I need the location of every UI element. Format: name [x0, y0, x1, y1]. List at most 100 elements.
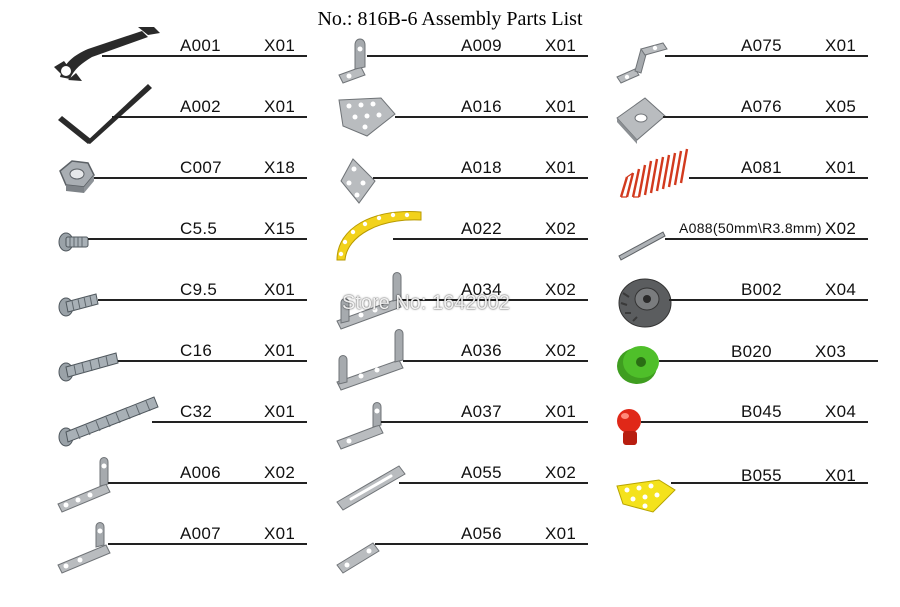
part-quantity: X04: [825, 402, 857, 421]
pentagon-plate-icon: [338, 97, 396, 137]
part-code: C9.5: [180, 280, 218, 299]
part-code: A018: [461, 158, 502, 177]
list-item: A036 X02: [333, 329, 613, 391]
part-code: A022: [461, 219, 502, 238]
list-item: B055 X01: [613, 452, 893, 513]
part-quantity: X01: [264, 524, 296, 543]
long-screw-icon: [58, 396, 159, 447]
part-code: A009: [461, 36, 502, 55]
red-knob-icon: [617, 409, 641, 445]
angle-strip-icon: [57, 457, 111, 513]
part-code: A001: [180, 36, 221, 55]
small-bracket-icon: [338, 38, 366, 84]
part-quantity: X01: [545, 524, 577, 543]
list-item: A006 X02: [52, 452, 332, 513]
part-quantity: X01: [825, 158, 857, 177]
list-item: A055 X02: [333, 452, 613, 513]
part-code: B055: [741, 466, 782, 485]
part-code: A034: [461, 280, 502, 299]
angle-strip-icon: [57, 522, 111, 574]
list-item: A016 X01: [333, 86, 613, 147]
short-strip-icon: [336, 542, 380, 574]
part-code: A055: [461, 463, 502, 482]
part-quantity: X02: [264, 463, 296, 482]
part-quantity: X18: [264, 158, 296, 177]
part-code: A006: [180, 463, 221, 482]
part-code: A075: [741, 36, 782, 55]
part-code: A036: [461, 341, 502, 360]
part-code: A037: [461, 402, 502, 421]
list-item: C16 X01: [52, 330, 332, 391]
double-bracket-icon: [336, 329, 404, 391]
list-item: B045 X04: [613, 391, 893, 452]
part-code: C5.5: [180, 219, 218, 238]
list-item: A034 X02: [333, 269, 613, 330]
part-quantity: X02: [545, 280, 577, 299]
part-quantity: X04: [825, 280, 857, 299]
part-quantity: X15: [264, 219, 296, 238]
part-quantity: X02: [545, 219, 577, 238]
part-code: A076: [741, 97, 782, 116]
medium-screw-icon: [58, 352, 119, 382]
part-quantity: X01: [545, 36, 577, 55]
parts-column-2: A009 X01 A016 X01 A018 X01 A022 X02: [333, 0, 613, 607]
z-bracket-icon: [616, 42, 668, 84]
part-quantity: X05: [825, 97, 857, 116]
tire-icon: [618, 278, 672, 328]
list-item: A037 X01: [333, 391, 613, 452]
list-item: C32 X01: [52, 391, 332, 452]
part-code: B045: [741, 402, 782, 421]
wrench-icon: [54, 27, 160, 81]
list-item: C9.5 X01: [52, 269, 332, 330]
part-code: C32: [180, 402, 213, 421]
part-code: A088(50mm\R3.8mm): [679, 220, 822, 236]
list-item: A001 X01: [52, 25, 332, 86]
part-quantity: X01: [264, 97, 296, 116]
curved-strip-icon: [336, 210, 422, 261]
hex-nut-icon: [59, 160, 95, 193]
square-washer-icon: [616, 97, 666, 144]
part-code: C16: [180, 341, 213, 360]
list-item: C5.5 X15: [52, 208, 332, 269]
yellow-plate-icon: [616, 479, 676, 513]
green-wheel-icon: [617, 346, 659, 384]
part-quantity: X01: [545, 97, 577, 116]
part-quantity: X01: [545, 158, 577, 177]
angle-bracket-icon: [336, 402, 384, 450]
part-quantity: X02: [825, 219, 857, 238]
part-quantity: X01: [825, 466, 857, 485]
screw-icon: [58, 293, 99, 317]
list-item: A022 X02: [333, 208, 613, 269]
part-code: A007: [180, 524, 221, 543]
part-quantity: X03: [815, 342, 847, 361]
double-bracket-icon: [336, 272, 402, 330]
short-screw-icon: [58, 232, 89, 252]
part-quantity: X01: [264, 280, 296, 299]
list-item: A081 X01: [613, 147, 893, 208]
part-quantity: X01: [264, 341, 296, 360]
part-code: A081: [741, 158, 782, 177]
part-code: C007: [180, 158, 222, 177]
list-item: A056 X01: [333, 513, 613, 574]
list-item: B002 X04: [613, 269, 893, 330]
page-title: No.: 816B-6 Assembly Parts List: [317, 8, 583, 30]
axle-rod-icon: [618, 231, 666, 261]
list-item: A018 X01: [333, 147, 613, 208]
list-item: A009 X01: [333, 25, 613, 86]
part-code: B002: [741, 280, 782, 299]
part-code: A016: [461, 97, 502, 116]
list-item: A007 X01: [52, 513, 332, 574]
parts-column-3: A075 X01 A076 X05 A081 X01 A088(50mm\R3.…: [613, 0, 893, 607]
list-item: A076 X05: [613, 86, 893, 147]
list-item: A088(50mm\R3.8mm) X02: [613, 208, 893, 269]
slotted-strip-icon: [336, 465, 406, 511]
part-quantity: X01: [545, 402, 577, 421]
part-quantity: X01: [825, 36, 857, 55]
list-item: A002 X01: [52, 84, 332, 147]
spring-icon: [619, 148, 689, 198]
diamond-plate-icon: [340, 158, 376, 204]
part-code: A002: [180, 97, 221, 116]
part-quantity: X02: [545, 463, 577, 482]
parts-column-1: A001 X01 A002 X01 C007 X18 C5.5 X15: [52, 0, 332, 607]
list-item: B020 X03: [613, 330, 893, 391]
